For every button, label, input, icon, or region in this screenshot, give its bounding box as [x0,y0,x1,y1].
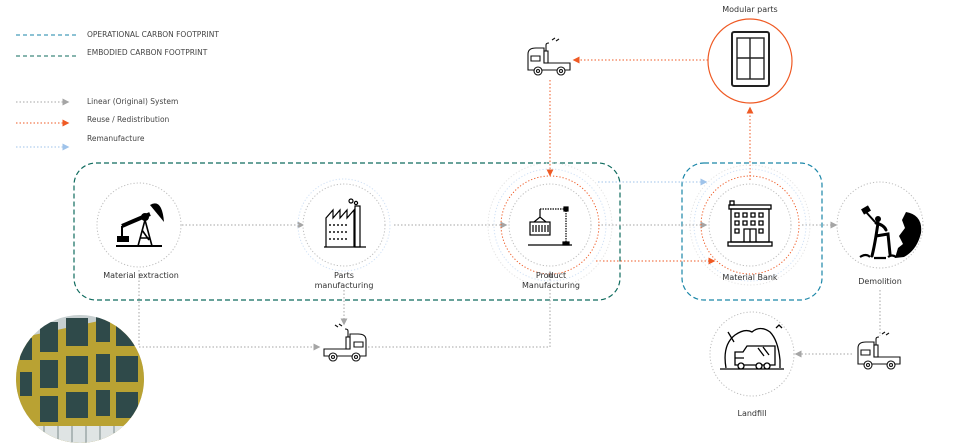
node-ring [709,311,795,397]
flow-lines [138,56,881,358]
node-material-bank: Material Bank [689,164,811,286]
node-product-manufacturing: Product Manufacturing [487,162,613,290]
node-landfill: Landfill [709,311,795,418]
truck-icon [527,37,571,76]
truck-icon [323,323,367,362]
factory-icon [324,198,366,248]
garbage-truck-landfill-icon [720,324,784,370]
node-ring [96,182,182,268]
node-demolition: Demolition [836,181,924,286]
node-ring-remanufacture [493,168,607,282]
product-manufacturing-label-1: Product [536,271,566,280]
parts-manufacturing-label-1: Parts [334,271,354,280]
legend-operational-label: OPERATIONAL CARBON FOOTPRINT [87,30,219,39]
flow-extraction-to-truck [138,270,321,351]
parts-manufacturing-label-2: manufacturing [315,281,374,290]
modular-parts-label: Modular parts [722,5,777,14]
building-photo [16,315,144,443]
demolition-worker-icon [859,205,922,260]
operational-carbon-boundary [681,162,823,301]
node-modular-parts: Modular parts [707,5,793,104]
oil-pump-icon [116,203,164,247]
legend-linear-label: Linear (Original) System [87,97,178,106]
embodied-carbon-boundary [73,162,621,301]
legend-embodied-label: EMBODIED CARBON FOOTPRINT [87,48,208,57]
node-ring-outer [297,178,391,272]
landfill-label: Landfill [738,409,767,418]
material-bank-label: Material Bank [722,273,778,282]
window-icon [731,31,770,87]
product-manufacturing-label-2: Manufacturing [522,281,580,290]
legend-remanufacture-label: Remanufacture [87,134,145,143]
node-ring-reuse [500,175,600,275]
node-ring-faint [689,164,811,286]
building-icon [727,200,773,247]
node-ring [708,183,792,267]
legend-reuse-label: Reuse / Redistribution [87,115,170,124]
crane-container-icon [528,206,572,246]
material-extraction-label: Material extraction [103,271,179,280]
node-ring-reuse [700,175,800,275]
demolition-label: Demolition [858,277,902,286]
node-ring-remanufacture [693,168,807,282]
node-parts-manufacturing: Parts manufacturing [297,178,391,290]
truck-icon [857,331,901,370]
node-ring-faint [487,162,613,288]
flow-truck-to-product [368,270,554,348]
node-material-extraction: Material extraction [96,182,182,280]
node-ring [302,183,386,267]
legend: OPERATIONAL CARBON FOOTPRINT EMBODIED CA… [16,30,219,151]
